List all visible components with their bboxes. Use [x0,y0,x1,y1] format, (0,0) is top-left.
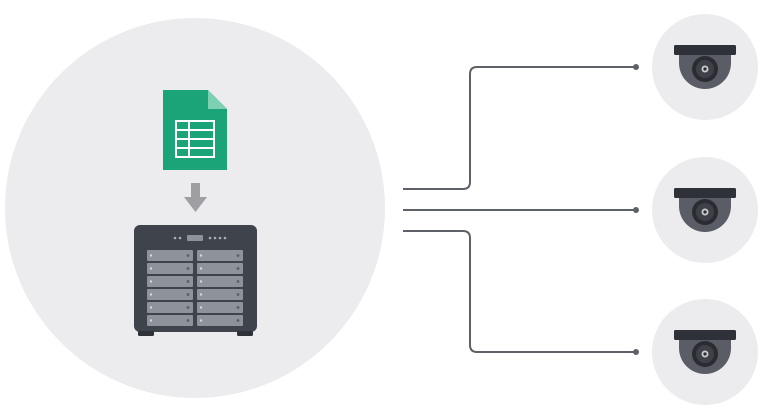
nas-drive-bay [197,289,243,300]
dome-camera-icon [674,330,736,374]
nas-drive-bay [197,315,243,326]
camera-node [652,157,758,263]
nas-drive-bay [147,276,193,287]
connector-line [403,230,636,353]
nas-foot [138,331,154,336]
camera-group [652,14,758,405]
nas-drive-bay [197,276,243,287]
connector-line [403,66,636,190]
connector-endpoint [633,207,639,213]
camera-node [652,14,758,120]
nas-drive-bay [147,302,193,313]
camera-node [652,299,758,405]
nas-drive-bay [147,289,193,300]
nas-drive-bay [197,250,243,261]
connector-endpoint [633,64,639,70]
connector-endpoint [633,349,639,355]
arrow-down-icon [184,183,207,212]
nas-drive-bay [197,263,243,274]
nas-drive-bays [147,250,243,326]
nas-drive-bay [147,263,193,274]
nas-drive-bay [197,302,243,313]
dome-camera-icon [674,188,736,232]
connector-lines [403,64,639,355]
nas-drive-bay [147,315,193,326]
nas-drive-bay [147,250,193,261]
nas-status-leds [173,236,227,240]
dome-camera-icon [674,45,736,89]
nas-server-icon [134,225,257,336]
nas-foot [237,331,253,336]
spreadsheet-icon [163,90,227,170]
nas-display [187,235,203,241]
